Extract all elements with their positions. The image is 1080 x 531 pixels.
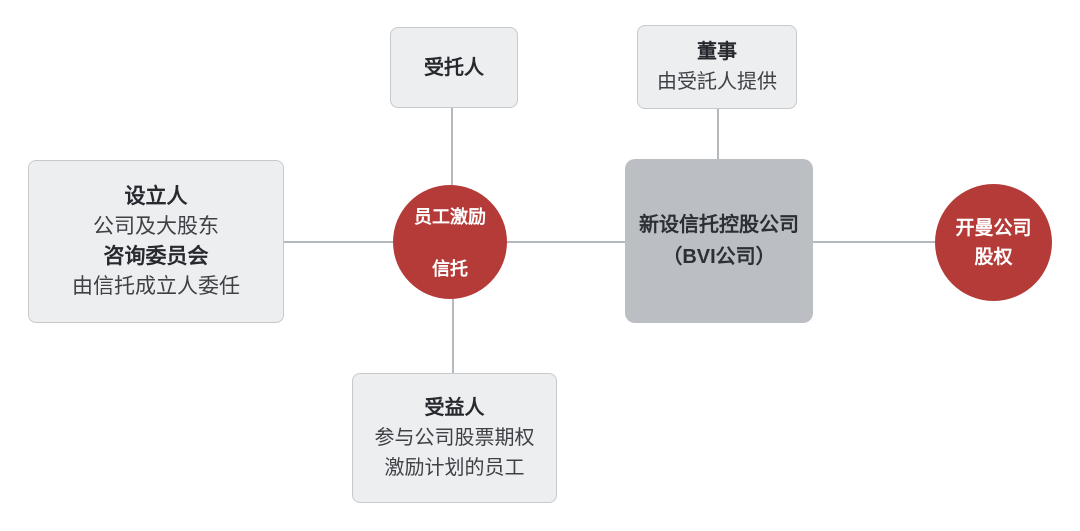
trust-label-line2: 信托 [432,259,468,279]
connector-bvi-to-cayman [813,241,935,243]
beneficiary-subtitle-line2: 激励计划的员工 [384,457,525,479]
node-bvi-holding-company: 新设信托控股公司 （BVI公司） [625,159,813,323]
connector-trust-to-beneficiary [452,298,454,373]
director-title: 董事 [697,41,737,63]
settlor-title: 设立人 [124,184,188,208]
bvi-title: 新设信托控股公司 [639,214,799,236]
beneficiary-title: 受益人 [424,397,485,419]
node-trustee: 受托人 [390,27,518,108]
settlor-subtitle: 公司及大股东 [93,214,219,238]
cayman-label-line2: 股权 [974,246,1013,268]
connector-director-to-bvi [717,109,719,159]
trust-label-line1: 员工激励 [414,207,486,227]
director-subtitle: 由受託人提供 [657,71,777,93]
connector-trustee-to-trust [451,108,453,187]
connector-settlor-to-trust [284,241,394,243]
node-director: 董事 由受託人提供 [637,25,797,109]
bvi-subtitle: （BVI公司） [662,246,776,268]
advisory-committee-title: 咨询委员会 [103,244,209,268]
advisory-committee-subtitle: 由信托成立人委任 [72,274,240,298]
connector-trust-to-bvi [506,241,625,243]
beneficiary-subtitle-line1: 参与公司股票期权 [374,427,535,449]
cayman-label-line1: 开曼公司 [955,217,1032,239]
node-beneficiary: 受益人 参与公司股票期权 激励计划的员工 [352,373,557,503]
node-settlor: 设立人 公司及大股东 咨询委员会 由信托成立人委任 [28,160,284,323]
trustee-label: 受托人 [424,56,484,79]
node-cayman-equity: 开曼公司 股权 [935,184,1052,301]
node-employee-incentive-trust: 员工激励 信托 [393,185,507,299]
